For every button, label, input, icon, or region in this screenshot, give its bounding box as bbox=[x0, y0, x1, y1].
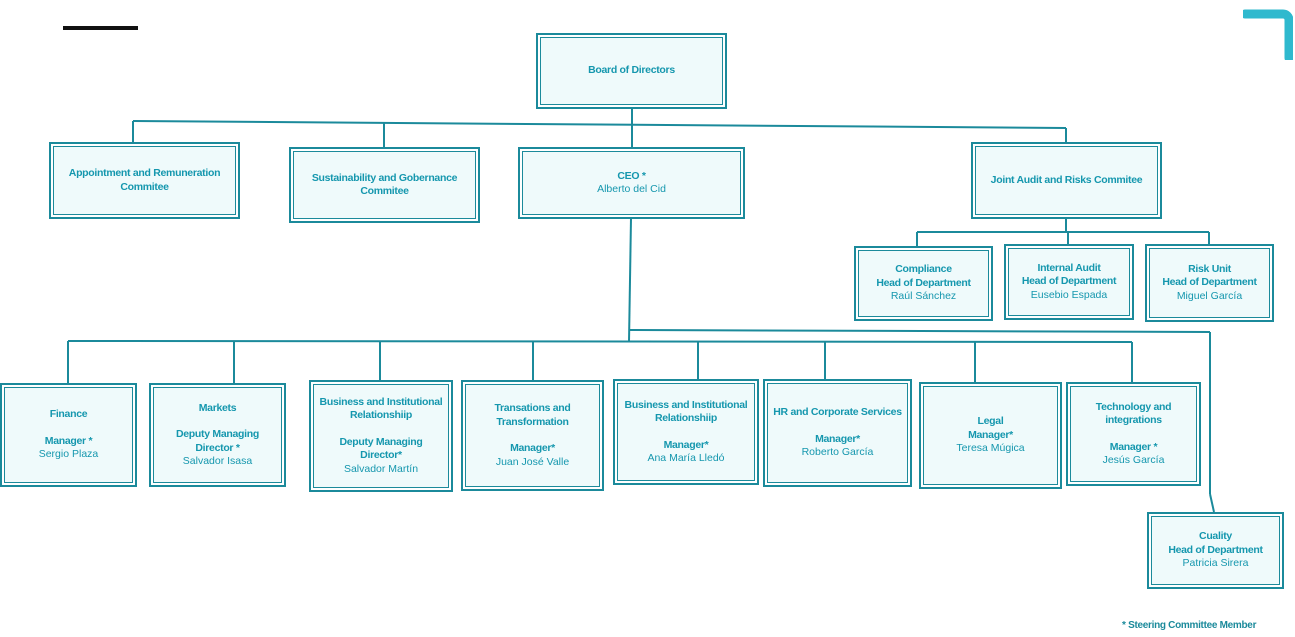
compliance-role: Head of Department bbox=[876, 276, 971, 289]
quality-box: Cuality Head of Department Patricia Sire… bbox=[1147, 512, 1284, 589]
quality-role: Head of Department bbox=[1168, 543, 1263, 556]
bir-deputy-role: Deputy Managing Director* bbox=[339, 435, 423, 462]
audit-committee-box: Joint Audit and Risks Commitee bbox=[971, 142, 1162, 219]
ceo-box: CEO * Alberto del Cid bbox=[518, 147, 745, 219]
hr-box: HR and Corporate Services Manager* Rober… bbox=[763, 379, 912, 487]
compliance-box: Compliance Head of Department Raúl Sánch… bbox=[854, 246, 993, 321]
markets-person: Salvador Isasa bbox=[182, 455, 253, 467]
bir-deputy-person: Salvador Martín bbox=[343, 462, 419, 475]
risk-unit-title: Risk Unit bbox=[1188, 262, 1231, 275]
bir-manager-role: Manager* bbox=[663, 438, 709, 451]
bir-manager-person: Ana María Lledó bbox=[647, 452, 725, 464]
legal-role: Manager* bbox=[968, 428, 1013, 441]
legal-title: Legal bbox=[977, 415, 1004, 428]
finance-role: Manager * bbox=[44, 434, 93, 447]
markets-title: Markets bbox=[198, 401, 237, 414]
transations-person: Juan José Valle bbox=[495, 455, 570, 468]
markets-box: Markets Deputy Managing Director * Salva… bbox=[149, 383, 286, 487]
hr-title: HR and Corporate Services bbox=[773, 406, 902, 419]
transations-title: Transations and Transformation bbox=[494, 402, 571, 428]
transations-role: Manager* bbox=[510, 442, 555, 454]
board-of-directors-box: Board of Directors bbox=[536, 33, 727, 109]
quality-person: Patricia Sirera bbox=[1182, 557, 1249, 570]
compliance-person: Raúl Sánchez bbox=[890, 290, 957, 303]
transations-box: Transations and Transformation Manager* … bbox=[461, 380, 604, 491]
appointment-committee-box: Appointment and Remuneration Commitee bbox=[49, 142, 240, 219]
header-black-bar bbox=[63, 26, 138, 30]
appointment-title: Appointment and Remuneration Commitee bbox=[68, 167, 221, 193]
hr-role: Manager* bbox=[815, 432, 860, 445]
finance-title: Finance bbox=[49, 408, 88, 421]
risk-unit-person: Miguel García bbox=[1176, 289, 1243, 302]
sustainability-title: Sustainability and Gobernance Commitee bbox=[311, 171, 458, 198]
hr-person: Roberto García bbox=[801, 446, 874, 459]
bir-deputy-title: Business and Institutional Relationshiip bbox=[319, 395, 443, 422]
internal-audit-title: Internal Audit bbox=[1037, 261, 1101, 274]
internal-audit-person: Eusebio Espada bbox=[1030, 288, 1108, 301]
finance-person: Sergio Plaza bbox=[38, 448, 99, 461]
sustainability-committee-box: Sustainability and Gobernance Commitee bbox=[289, 147, 480, 223]
steering-committee-footnote: * Steering Committee Member bbox=[1122, 620, 1257, 631]
technology-role: Manager * bbox=[1109, 440, 1158, 453]
technology-person: Jesús García bbox=[1102, 454, 1165, 466]
risk-unit-box: Risk Unit Head of Department Miguel Garc… bbox=[1145, 244, 1274, 322]
audit-committee-title: Joint Audit and Risks Commitee bbox=[990, 173, 1143, 186]
business-relationship-manager-box: Business and Institutional Relationshiip… bbox=[613, 379, 759, 485]
legal-box: Legal Manager* Teresa Múgica bbox=[919, 382, 1062, 489]
internal-audit-role: Head of Department bbox=[1021, 275, 1117, 288]
technology-title: Technology and integrations bbox=[1095, 400, 1172, 427]
quality-title: Cuality bbox=[1199, 530, 1232, 543]
technology-box: Technology and integrations Manager * Je… bbox=[1066, 382, 1201, 486]
internal-audit-box: Internal Audit Head of Department Eusebi… bbox=[1004, 244, 1134, 320]
corner-bracket-decoration bbox=[1243, 9, 1293, 60]
business-relationship-deputy-box: Business and Institutional Relationshiip… bbox=[309, 380, 453, 492]
markets-role: Deputy Managing Director * bbox=[175, 428, 259, 454]
finance-box: Finance Manager * Sergio Plaza bbox=[0, 383, 137, 487]
ceo-role: CEO * bbox=[617, 169, 646, 182]
compliance-title: Compliance bbox=[895, 263, 952, 276]
bir-manager-title: Business and Institutional Relationshiip bbox=[624, 398, 748, 425]
risk-unit-role: Head of Department bbox=[1162, 276, 1257, 289]
ceo-person: Alberto del Cid bbox=[597, 183, 666, 195]
legal-person: Teresa Múgica bbox=[956, 442, 1025, 455]
board-title: Board of Directors bbox=[588, 64, 675, 77]
